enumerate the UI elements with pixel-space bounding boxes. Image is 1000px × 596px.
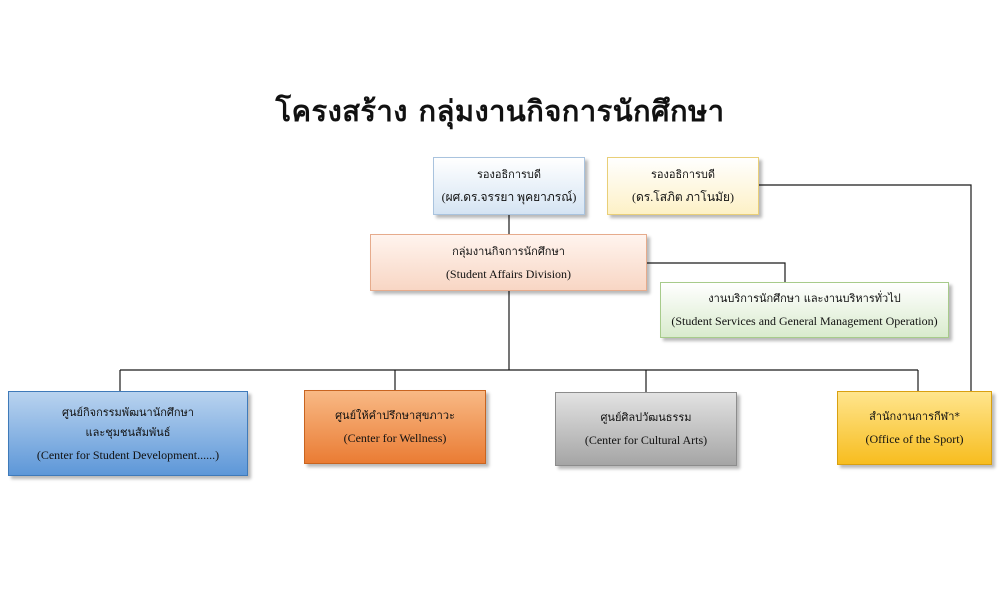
division-subtitle: (Student Affairs Division) [445,266,572,281]
page-title: โครงสร้าง กลุ่มงานกิจการนักศึกษา [275,94,725,128]
cultural-box: ศูนย์ศิลปวัฒนธรรม (Center for Cultural A… [555,392,737,466]
services-box: งานบริการนักศึกษา และงานบริหารทั่วไป (St… [660,282,949,338]
division-title: กลุ่มงานกิจการนักศึกษา [452,244,565,258]
vp1-title: รองอธิการบดี [476,168,542,181]
vp1-box: รองอธิการบดี (ผศ.ดร.จรรยา พุคยาภรณ์) [433,157,585,215]
sport-title-row: สำนักงานการกีฬา* [869,409,960,425]
vp1-name: (ผศ.ดร.จรรยา พุคยาภรณ์) [441,190,577,204]
development-title-2: และชุมชนสัมพันธ์ [85,425,171,439]
vp2-title: รองอธิการบดี [650,168,716,181]
development-subtitle: (Center for Student Development......) [36,447,220,462]
sport-asterisk: * [954,410,960,423]
wellness-box: ศูนย์ให้คำปรึกษาสุขภาวะ (Center for Well… [304,390,486,464]
services-title: งานบริการนักศึกษา และงานบริหารทั่วไป [708,292,901,305]
vp2-name: (ดร.โสภิต ภาโนมัย) [632,190,734,204]
cultural-title: ศูนย์ศิลปวัฒนธรรม [600,411,692,424]
services-subtitle: (Student Services and General Management… [671,314,938,328]
division-box: กลุ่มงานกิจการนักศึกษา (Student Affairs … [370,234,647,291]
sport-subtitle: (Office of the Sport) [865,432,964,446]
cultural-subtitle: (Center for Cultural Arts) [584,433,708,447]
sport-title: สำนักงานการกีฬา [869,410,955,423]
wellness-subtitle: (Center for Wellness) [343,431,447,445]
connector-division-services [647,262,786,282]
development-title: ศูนย์กิจกรรมพัฒนานักศึกษา [62,405,194,419]
sport-box: สำนักงานการกีฬา* (Office of the Sport) [837,391,992,465]
development-box: ศูนย์กิจกรรมพัฒนานักศึกษา และชุมชนสัมพัน… [8,391,248,476]
vp2-box: รองอธิการบดี (ดร.โสภิต ภาโนมัย) [607,157,759,215]
connector-vp2-sport [758,184,972,391]
wellness-title: ศูนย์ให้คำปรึกษาสุขภาวะ [335,409,455,422]
